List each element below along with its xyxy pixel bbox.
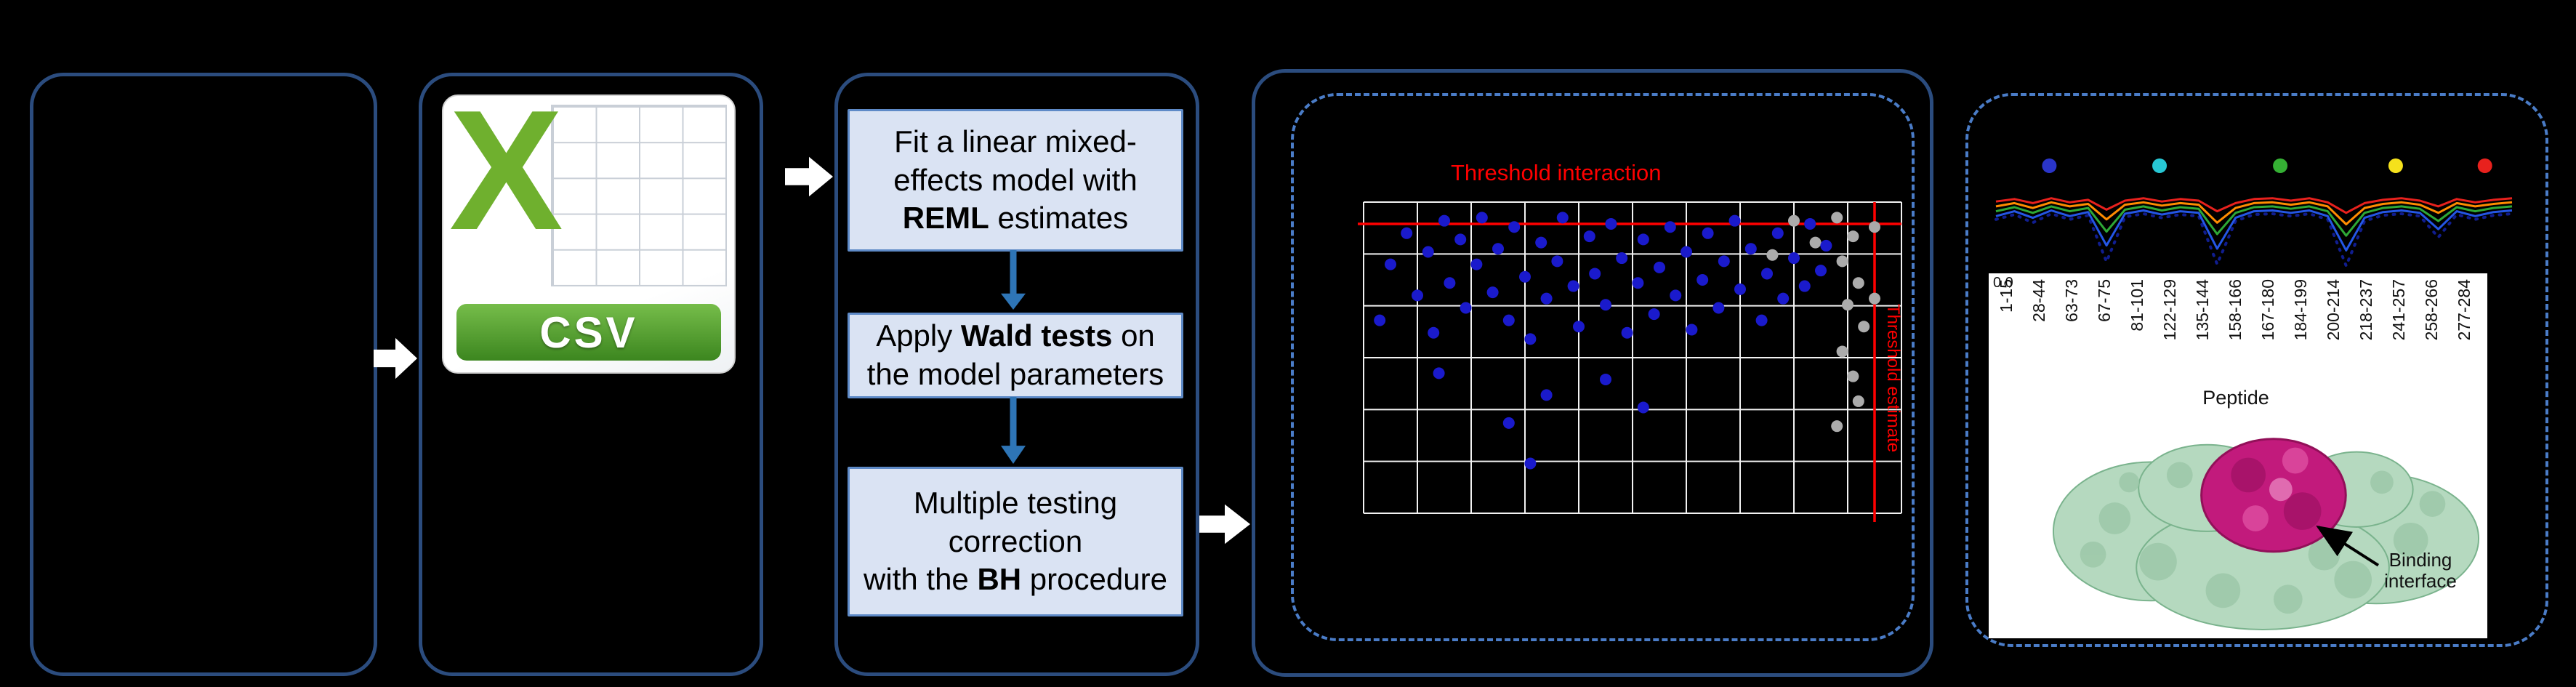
- step-text-segment: procedure: [1021, 562, 1167, 597]
- excel-x-icon: X: [449, 74, 563, 265]
- panel-csv: [419, 73, 763, 676]
- step-text-segment: estimates: [989, 201, 1129, 236]
- threshold-interaction-label: Threshold interaction: [1451, 160, 1662, 185]
- step-wald-tests: Apply Wald tests on the model parameters: [848, 313, 1183, 398]
- peptide-tick-row: 1-15 28-44 63-73 67-75 81-101 122-129 135-144 1…: [1989, 273, 2487, 397]
- peptide-axis-area: 0.0 1-15 28-44 63-73 67-75 81-101 122-129 135-…: [1989, 273, 2487, 638]
- step-reml-text: Fit a linear mixed- effects model with R…: [893, 123, 1137, 238]
- peptide-tick: 63-73: [2062, 279, 2081, 322]
- step-text-segment: Fit a linear mixed- effects model with: [893, 124, 1138, 197]
- peptide-tick: 81-101: [2128, 279, 2146, 332]
- step-bh-correction: Multiple testing correction with the BH …: [848, 467, 1183, 616]
- threshold-estimate-label: Threshold estimate: [1883, 304, 1903, 453]
- peptide-tick: 241-257: [2389, 279, 2408, 341]
- protein-surface-texture: [2080, 462, 2446, 614]
- step-text-bold: Wald tests: [960, 318, 1113, 353]
- step-wald-text: Apply Wald tests on the model parameters: [867, 317, 1164, 394]
- peptide-tick: 184-199: [2291, 279, 2310, 341]
- step-bh-text: Multiple testing correction with the BH …: [864, 484, 1167, 600]
- panel-statistics: [834, 73, 1199, 676]
- peptide-tick: 135-144: [2193, 279, 2212, 341]
- peptide-tick: 1-15: [1997, 279, 2016, 313]
- step-text-segment: Multiple testing correction with the: [864, 485, 1118, 597]
- flow-arrow-right-icon: [374, 337, 417, 379]
- volcano-scatter-plot: [1358, 201, 1902, 522]
- peptide-tick: 218-237: [2356, 279, 2375, 341]
- protein-structure-image: [2052, 438, 2480, 630]
- panel-results-outer: [1252, 69, 1933, 677]
- flow-arrow-down-icon: [1001, 250, 1026, 310]
- peptide-axis-label: Peptide: [2202, 387, 2269, 409]
- y-axis-tick: 0.0: [1993, 275, 2013, 291]
- step-reml-model: Fit a linear mixed- effects model with R…: [848, 109, 1183, 252]
- peptide-tick: 167-180: [2258, 279, 2277, 341]
- panel-scatter-dashed: [1291, 93, 1915, 641]
- panel-peptide-dashed: [1965, 93, 2548, 647]
- csv-file-icon: X CSV: [442, 84, 736, 374]
- peptide-tick: 200-214: [2324, 279, 2343, 341]
- spreadsheet-grid-icon: [551, 105, 727, 286]
- binding-interface-region: [2200, 438, 2347, 553]
- step-text-bold: REML: [902, 201, 989, 236]
- flow-arrow-right-icon: [785, 156, 833, 197]
- peptide-profile-plot: [1995, 158, 2513, 268]
- flow-arrow-down-icon: [1001, 397, 1026, 464]
- step-text-segment: Apply: [876, 318, 961, 353]
- binding-interface-label: Binding interface: [2384, 549, 2457, 592]
- peptide-tick: 258-266: [2422, 279, 2441, 341]
- step-text-bold: BH: [977, 562, 1022, 597]
- binding-interface-arrow-icon: [2316, 525, 2380, 567]
- peptide-tick: 277-284: [2455, 279, 2474, 341]
- peptide-tick: 67-75: [2095, 279, 2114, 322]
- peptide-tick: 158-166: [2226, 279, 2245, 341]
- panel-input: [30, 73, 377, 676]
- csv-label: CSV: [539, 308, 638, 357]
- peptide-tick: 28-44: [2029, 279, 2048, 322]
- step-text-segment: on the model parameters: [866, 318, 1164, 391]
- flow-arrow-right-icon: [1199, 504, 1250, 545]
- peptide-tick: 122-129: [2160, 279, 2179, 341]
- csv-banner: CSV: [456, 304, 721, 361]
